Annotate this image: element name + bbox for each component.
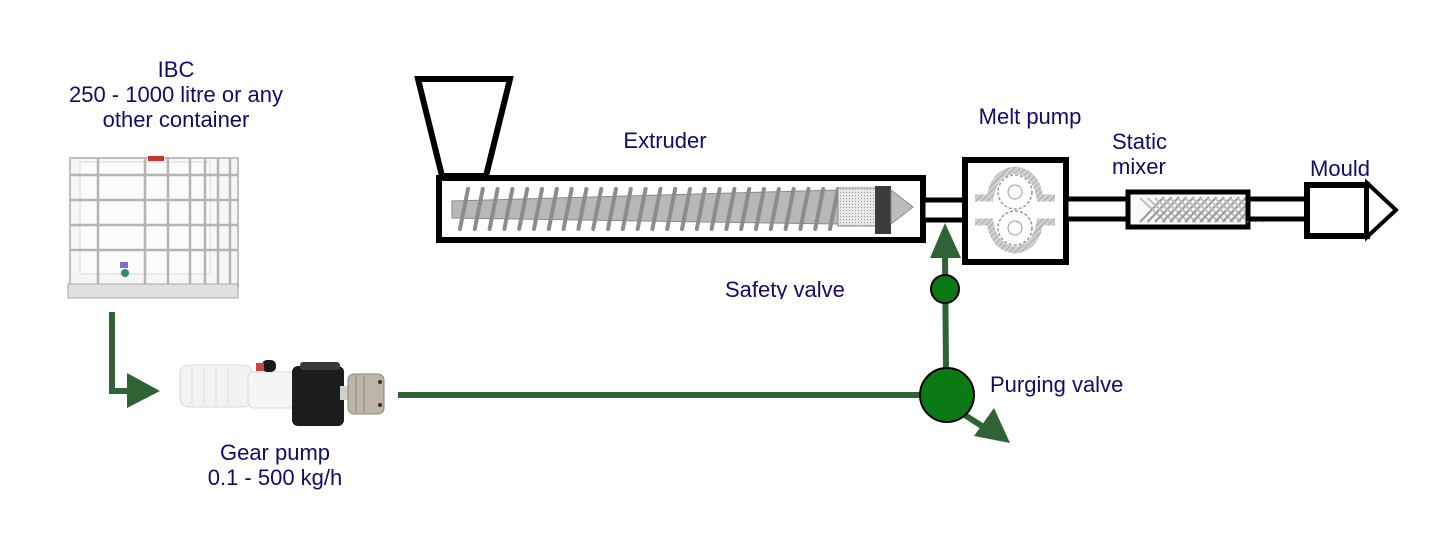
mixer-element [1199,197,1227,223]
connector-extruder-meltpump [920,197,968,223]
screw-flight [502,187,515,231]
ibc-label: IBC 250 - 1000 litre or any other contai… [40,57,312,132]
screw-flight [576,187,589,231]
ibc-label-line2: 250 - 1000 litre or any [68,82,284,107]
mixer-element [1146,197,1175,223]
screw-flight [546,187,559,231]
arrow-into-gearpump-icon [127,373,160,408]
mould-label: Mould [1310,156,1370,181]
connector-mixer-mould [1245,196,1310,222]
mixer-element [1169,197,1197,223]
static-mixer-label-line1: Static [1112,129,1168,154]
mixer-element [1161,197,1190,223]
screw-flight [487,187,500,231]
screw-flight [680,187,692,231]
safety-valve-label: Safety valve [725,277,845,299]
hopper-icon [414,76,514,179]
arrow-purge-outlet-icon [974,408,1010,443]
screw-flight [606,187,618,231]
screw-flight [517,187,530,231]
screw-flight [635,187,648,231]
gear-pump-label-line2: 0.1 - 500 kg/h [207,465,343,490]
gear-pump-icon [179,360,385,426]
screw-flight [694,187,707,231]
mixer-element [1184,197,1212,223]
flow-purging-to-safety [942,254,949,371]
screw-flight [620,187,633,231]
extruder-label: Extruder [623,128,707,153]
ibc-label-line3: other container [102,107,250,132]
screw-flight [472,187,485,231]
flow-ibc-to-gearpump [109,312,130,394]
arrow-into-extruder-icon [930,223,961,258]
screw-flight [754,187,766,231]
gear-pump-label-line1: Gear pump [219,440,331,465]
static-mixer-label-line2: mixer [1112,154,1166,179]
screw-flight [739,187,752,231]
screw-flight [783,187,796,231]
melt-pump-icon [962,157,1069,265]
screw-flight [665,187,678,231]
screw-flight [828,187,840,231]
safety-valve-icon[interactable] [930,274,960,304]
melt-pump-label: Melt pump [978,104,1082,129]
mixer-element [1191,197,1220,223]
gear-pump-label: Gear pump 0.1 - 500 kg/h [170,440,380,490]
mixer-element [1214,197,1242,223]
ibc-container-icon [67,156,239,299]
screw-flight [798,187,811,231]
screw-flight [709,187,722,231]
extruder-screw-icon [451,186,914,234]
connector-meltpump-mixer [1063,196,1132,222]
screw-flight [813,187,826,231]
mixer-element [1139,197,1167,223]
screw-flight [650,187,663,231]
static-mixer-label: Static mixer [1112,129,1202,179]
mixer-element [1221,197,1250,223]
mixer-element [1154,197,1182,223]
purging-valve-icon[interactable] [919,367,975,423]
purging-valve-label: Purging valve [990,372,1124,397]
screw-flight [532,187,544,231]
mixer-element [1206,197,1235,223]
screw-flight [458,187,470,231]
screw-flight [591,187,604,231]
screw-flight [561,187,574,231]
screw-flight [724,187,737,231]
mixer-element [1176,197,1205,223]
mould-icon [1304,178,1399,242]
screw-flight [768,187,781,231]
static-mixer-icon [1125,189,1265,230]
ibc-label-line1: IBC [157,57,195,82]
